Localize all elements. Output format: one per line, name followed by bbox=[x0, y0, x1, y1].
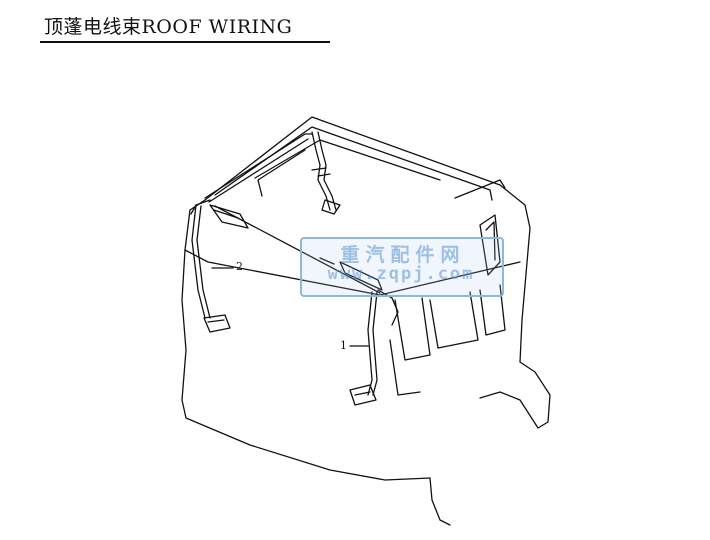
roof-marker-light-center bbox=[319, 257, 383, 291]
harness-2 bbox=[190, 199, 231, 333]
cab-outline bbox=[181, 116, 551, 526]
roof-harness bbox=[204, 131, 381, 294]
callout-2-label: 2 bbox=[236, 260, 243, 273]
watermark-chinese-text: 重汽配件网 bbox=[340, 244, 466, 266]
side-window bbox=[389, 284, 506, 396]
title-underline bbox=[40, 41, 330, 43]
watermark-url-text: www.zqpj.com bbox=[327, 264, 475, 284]
roof-marker-light-right bbox=[479, 214, 501, 276]
callout-1-label: 1 bbox=[340, 339, 347, 352]
page-title: 顶蓬电线束ROOF WIRING bbox=[44, 16, 293, 38]
roof-marker-light-left bbox=[209, 204, 249, 229]
watermark-frame bbox=[300, 237, 504, 297]
harness-1 bbox=[349, 289, 399, 406]
